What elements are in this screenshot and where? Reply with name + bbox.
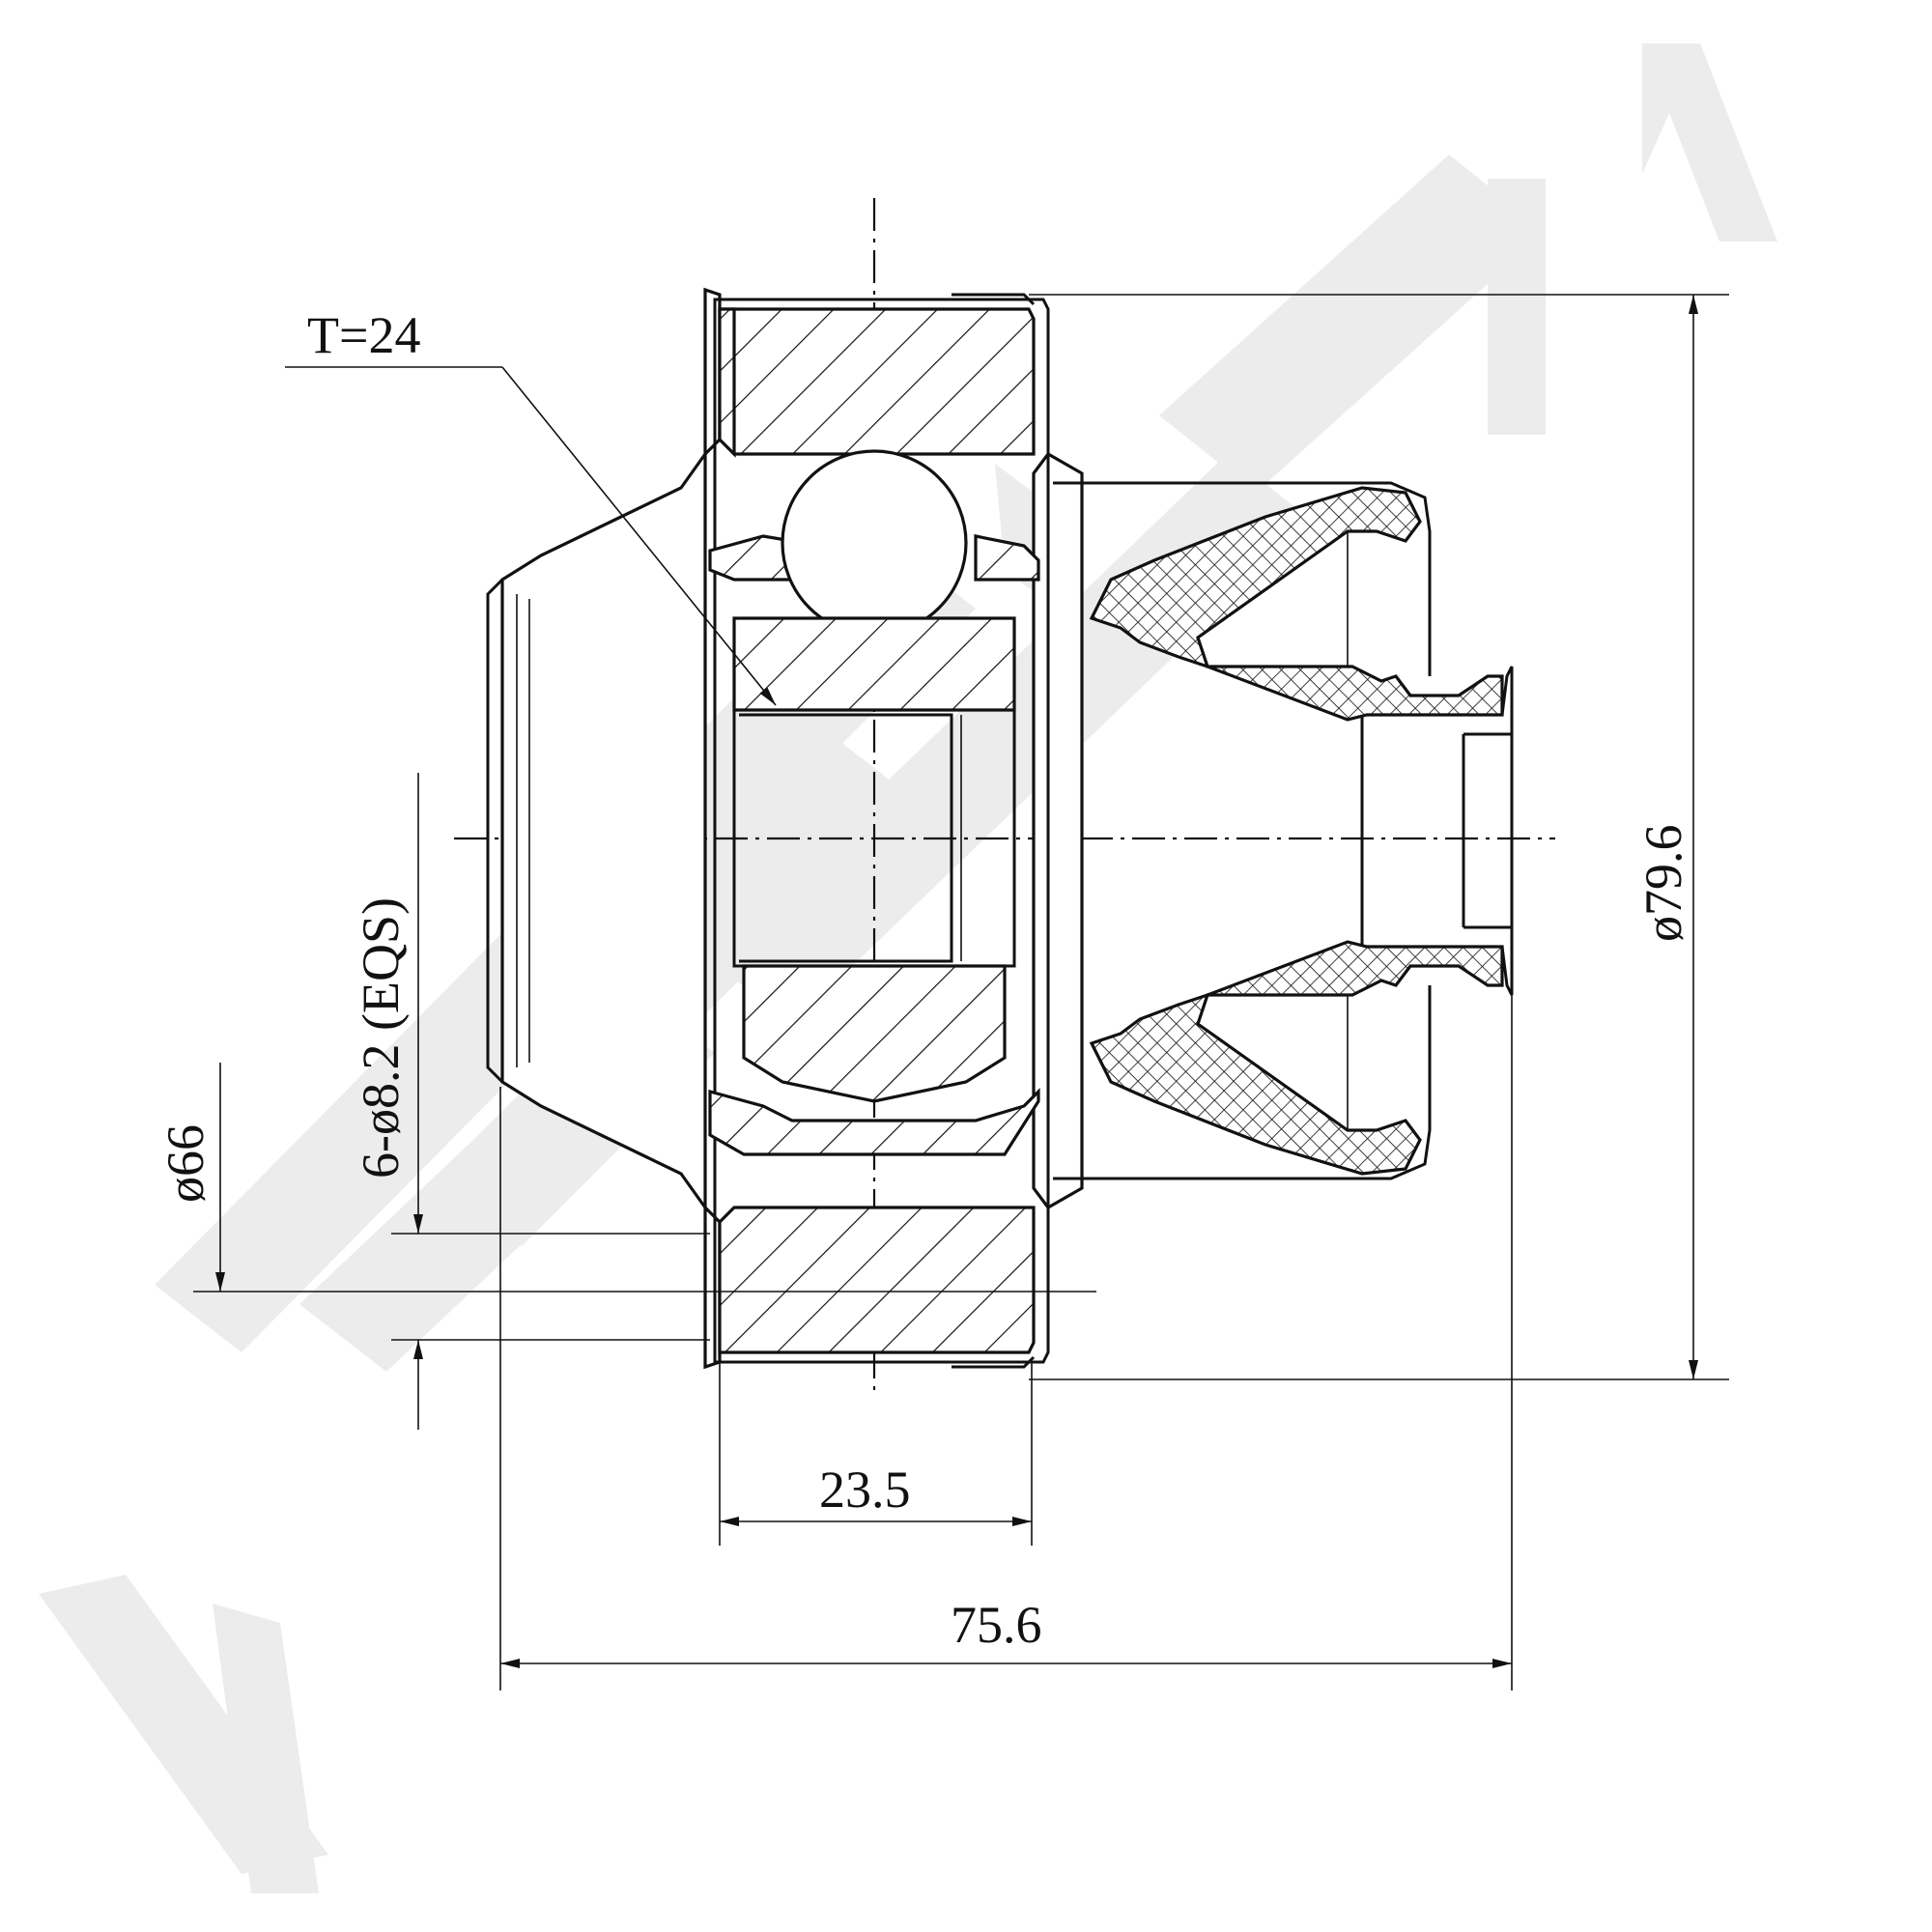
cage-and-balls bbox=[708, 449, 1040, 1156]
dimension-lines bbox=[193, 294, 1729, 1690]
outer-diameter-label: ø79.6 bbox=[1634, 825, 1692, 943]
width-label: 23.5 bbox=[819, 1461, 911, 1519]
ball bbox=[781, 449, 968, 637]
outer-race bbox=[713, 293, 1050, 1369]
inner-race bbox=[732, 616, 1016, 968]
bolt-holes-label: 6-ø8.2 (EQS) bbox=[352, 897, 410, 1179]
bore-diameter-label: ø66 bbox=[156, 1124, 214, 1203]
outer-housing bbox=[486, 287, 1432, 1370]
overall-length-label: 75.6 bbox=[951, 1596, 1042, 1654]
teeth-label: T=24 bbox=[307, 306, 420, 364]
boot bbox=[1089, 486, 1514, 1176]
dimension-labels: T=24 23.5 75.6 ø79.6 ø66 6-ø8.2 (EQS) bbox=[156, 306, 1692, 1654]
